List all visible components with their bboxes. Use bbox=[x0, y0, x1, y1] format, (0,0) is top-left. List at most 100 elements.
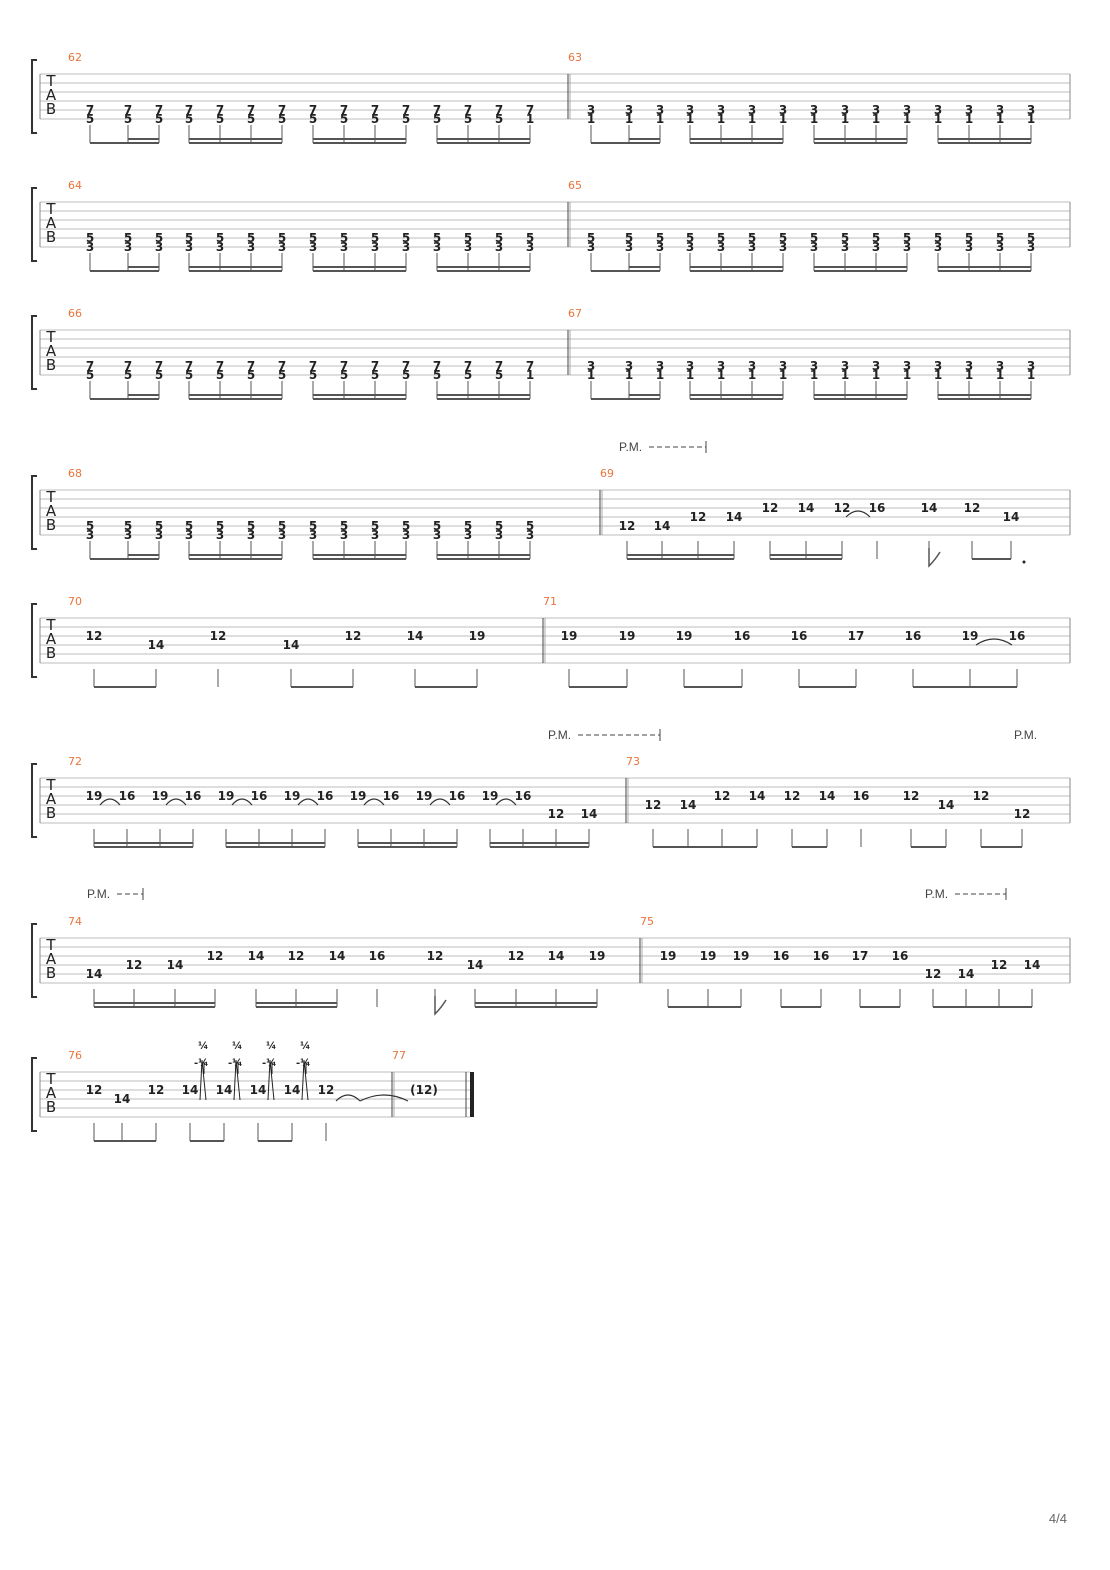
tab-fret-number: 14 bbox=[329, 949, 346, 963]
tab-fret-number: 3 bbox=[185, 528, 193, 542]
tab-fret-number: 16 bbox=[317, 789, 334, 803]
bend-arrow bbox=[233, 1059, 241, 1101]
tab-fret-number: 3 bbox=[686, 103, 694, 117]
tab-fret-number: 5 bbox=[155, 368, 163, 382]
tab-fret-number: 14 bbox=[167, 958, 184, 972]
tab-fret-number: 14 bbox=[1024, 958, 1041, 972]
tab-fret-number: 19 bbox=[676, 629, 693, 643]
tab-fret-number: 5 bbox=[309, 519, 317, 533]
tab-fret-number: 3 bbox=[717, 103, 725, 117]
note-tie bbox=[429, 798, 451, 806]
tab-fret-number: 3 bbox=[1027, 240, 1035, 254]
tab-fret-number: 5 bbox=[464, 112, 472, 126]
tab-fret-number: 3 bbox=[371, 240, 379, 254]
final-barline-thick bbox=[470, 1072, 474, 1117]
tab-fret-number: 5 bbox=[86, 519, 94, 533]
tab-fret-number: 5 bbox=[278, 519, 286, 533]
tab-fret-number: 5 bbox=[216, 368, 224, 382]
system-bracket bbox=[31, 1057, 37, 1132]
tab-fret-number: 19 bbox=[733, 949, 750, 963]
tab-fret-number: 19 bbox=[416, 789, 433, 803]
tab-fret-number: 14 bbox=[284, 1083, 301, 1097]
tab-fret-number: 3 bbox=[996, 240, 1004, 254]
tab-fret-number: 14 bbox=[548, 949, 565, 963]
tab-fret-number: 19 bbox=[619, 629, 636, 643]
tab-fret-number: 12 bbox=[973, 789, 990, 803]
tab-fret-number: 3 bbox=[587, 103, 595, 117]
tab-clef-letter: T bbox=[45, 616, 56, 634]
tab-fret-number: 7 bbox=[185, 103, 193, 117]
tab-fret-number: 5 bbox=[433, 519, 441, 533]
tab-fret-number: 3 bbox=[748, 240, 756, 254]
tab-fret-number: 3 bbox=[965, 240, 973, 254]
tab-fret-number: 3 bbox=[656, 103, 664, 117]
tab-fret-number: 16 bbox=[515, 789, 532, 803]
tab-fret-number: 5 bbox=[526, 519, 534, 533]
tab-fret-number: 5 bbox=[185, 368, 193, 382]
tab-fret-number: 3 bbox=[309, 528, 317, 542]
tab-clef-letter: A bbox=[46, 214, 57, 232]
tab-fret-number: 1 bbox=[748, 368, 756, 382]
tab-fret-number: 7 bbox=[124, 359, 132, 373]
tab-fret-number: 3 bbox=[872, 240, 880, 254]
tab-fret-number: 14 bbox=[467, 958, 484, 972]
tab-fret-number: 7 bbox=[402, 103, 410, 117]
tab-fret-number: 5 bbox=[185, 112, 193, 126]
measure-number: 77 bbox=[392, 1049, 406, 1062]
tab-fret-number: 1 bbox=[587, 112, 595, 126]
tab-fret-number: 12 bbox=[714, 789, 731, 803]
tab-fret-number: 7 bbox=[216, 359, 224, 373]
note-tie bbox=[335, 1094, 361, 1102]
tab-fret-number: 5 bbox=[402, 368, 410, 382]
tab-fret-number: 3 bbox=[155, 240, 163, 254]
tab-fret-number: 1 bbox=[656, 368, 664, 382]
tab-fret-number: 14 bbox=[216, 1083, 233, 1097]
tab-fret-number: 5 bbox=[587, 231, 595, 245]
tab-fret-number: 14 bbox=[749, 789, 766, 803]
tab-clef-letter: T bbox=[45, 936, 56, 954]
tab-fret-number: 1 bbox=[996, 112, 1004, 126]
tab-fret-number: 5 bbox=[247, 112, 255, 126]
tab-fret-number: 3 bbox=[124, 240, 132, 254]
tab-fret-number: 5 bbox=[841, 231, 849, 245]
tab-fret-number: 16 bbox=[383, 789, 400, 803]
tab-fret-number: 3 bbox=[625, 103, 633, 117]
tab-fret-number: 14 bbox=[182, 1083, 199, 1097]
tab-fret-number: 7 bbox=[433, 103, 441, 117]
tab-fret-number: 5 bbox=[779, 231, 787, 245]
tab-fret-number: 7 bbox=[340, 359, 348, 373]
tab-fret-number: 5 bbox=[86, 231, 94, 245]
tab-fret-number: 3 bbox=[247, 528, 255, 542]
tab-fret-number: 3 bbox=[934, 359, 942, 373]
tab-fret-number: 1 bbox=[872, 112, 880, 126]
tab-fret-number: 3 bbox=[779, 359, 787, 373]
tab-fret-number: 3 bbox=[686, 359, 694, 373]
tab-fret-number: 5 bbox=[155, 112, 163, 126]
tab-fret-number: 3 bbox=[934, 103, 942, 117]
tab-fret-number: 7 bbox=[526, 103, 534, 117]
bend-amount-label: ¼ bbox=[300, 1040, 310, 1052]
tab-fret-number: 5 bbox=[433, 112, 441, 126]
tab-fret-number: 1 bbox=[872, 368, 880, 382]
page-number: 4/4 bbox=[1048, 1511, 1067, 1526]
tab-fret-number: 5 bbox=[495, 519, 503, 533]
palm-mute-label: P.M. bbox=[87, 887, 110, 901]
tab-fret-number: 7 bbox=[216, 103, 224, 117]
tab-fret-number: 1 bbox=[779, 112, 787, 126]
tab-fret-number: 7 bbox=[155, 359, 163, 373]
tab-fret-number: 3 bbox=[124, 528, 132, 542]
tab-fret-number: 19 bbox=[482, 789, 499, 803]
tab-fret-number: 5 bbox=[371, 231, 379, 245]
tab-fret-number: 7 bbox=[247, 103, 255, 117]
tab-fret-number: 3 bbox=[340, 240, 348, 254]
tab-fret-number: 5 bbox=[185, 519, 193, 533]
tab-fret-number: 3 bbox=[810, 103, 818, 117]
tab-fret-number: 5 bbox=[247, 519, 255, 533]
tab-fret-number: 5 bbox=[340, 112, 348, 126]
tab-clef-letter: B bbox=[46, 356, 56, 374]
tab-fret-number: 14 bbox=[798, 501, 815, 515]
system-bracket bbox=[31, 315, 37, 390]
note-tie bbox=[363, 798, 385, 806]
tab-clef-letter: B bbox=[46, 644, 56, 662]
